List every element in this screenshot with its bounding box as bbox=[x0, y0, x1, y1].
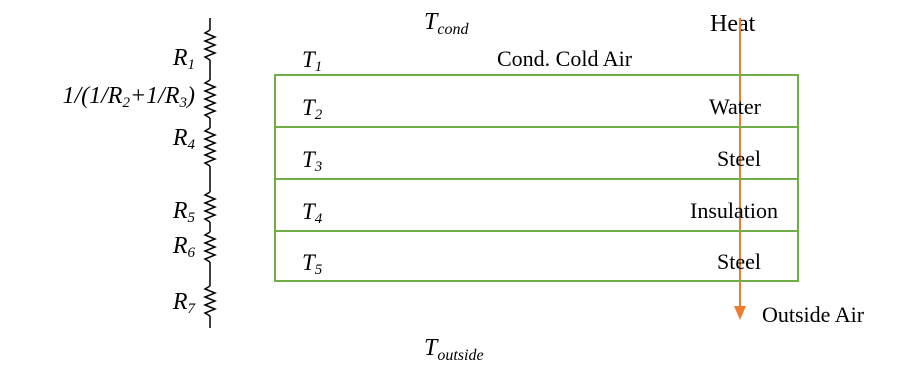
layer-name-water: Water bbox=[709, 94, 761, 119]
resistance-label-r5: R5 bbox=[172, 198, 195, 226]
resistance-label-r23: 1/(1/R2+1/R3) bbox=[62, 83, 195, 111]
layer-steel-outer bbox=[274, 230, 799, 282]
temperature-label-t4: T4 bbox=[302, 199, 323, 227]
resistor-chain bbox=[202, 18, 218, 328]
resistor-r4 bbox=[202, 127, 218, 167]
heat-label: Heat bbox=[710, 11, 756, 37]
bottom-temperature-label: Toutside bbox=[424, 335, 484, 364]
temperature-label-t5: T5 bbox=[302, 250, 323, 278]
temperature-label-t3: T3 bbox=[302, 147, 323, 175]
resistor-r7 bbox=[202, 285, 218, 317]
resistance-label-r1: R1 bbox=[172, 45, 195, 73]
layer-name-steel-inner: Steel bbox=[717, 146, 761, 171]
cold-air-label: Cond. Cold Air bbox=[497, 46, 633, 71]
resistance-label-r4: R4 bbox=[172, 125, 195, 153]
resistor-r6 bbox=[202, 231, 218, 263]
resistor-r1 bbox=[202, 29, 218, 61]
resistance-label-r6: R6 bbox=[172, 233, 195, 261]
temperature-label-t2: T2 bbox=[302, 95, 323, 123]
layer-name-steel-outer: Steel bbox=[717, 249, 761, 274]
heat-flow-arrow bbox=[734, 18, 746, 320]
outside-air-label: Outside Air bbox=[762, 302, 865, 327]
top-temperature-label: Tcond bbox=[424, 9, 469, 38]
resistance-label-r7: R7 bbox=[172, 289, 195, 317]
resistor-r23 bbox=[202, 79, 218, 119]
temperature-label-t1: T1 bbox=[302, 47, 323, 75]
resistor-r5 bbox=[202, 191, 218, 223]
layer-name-insulation: Insulation bbox=[690, 198, 778, 223]
